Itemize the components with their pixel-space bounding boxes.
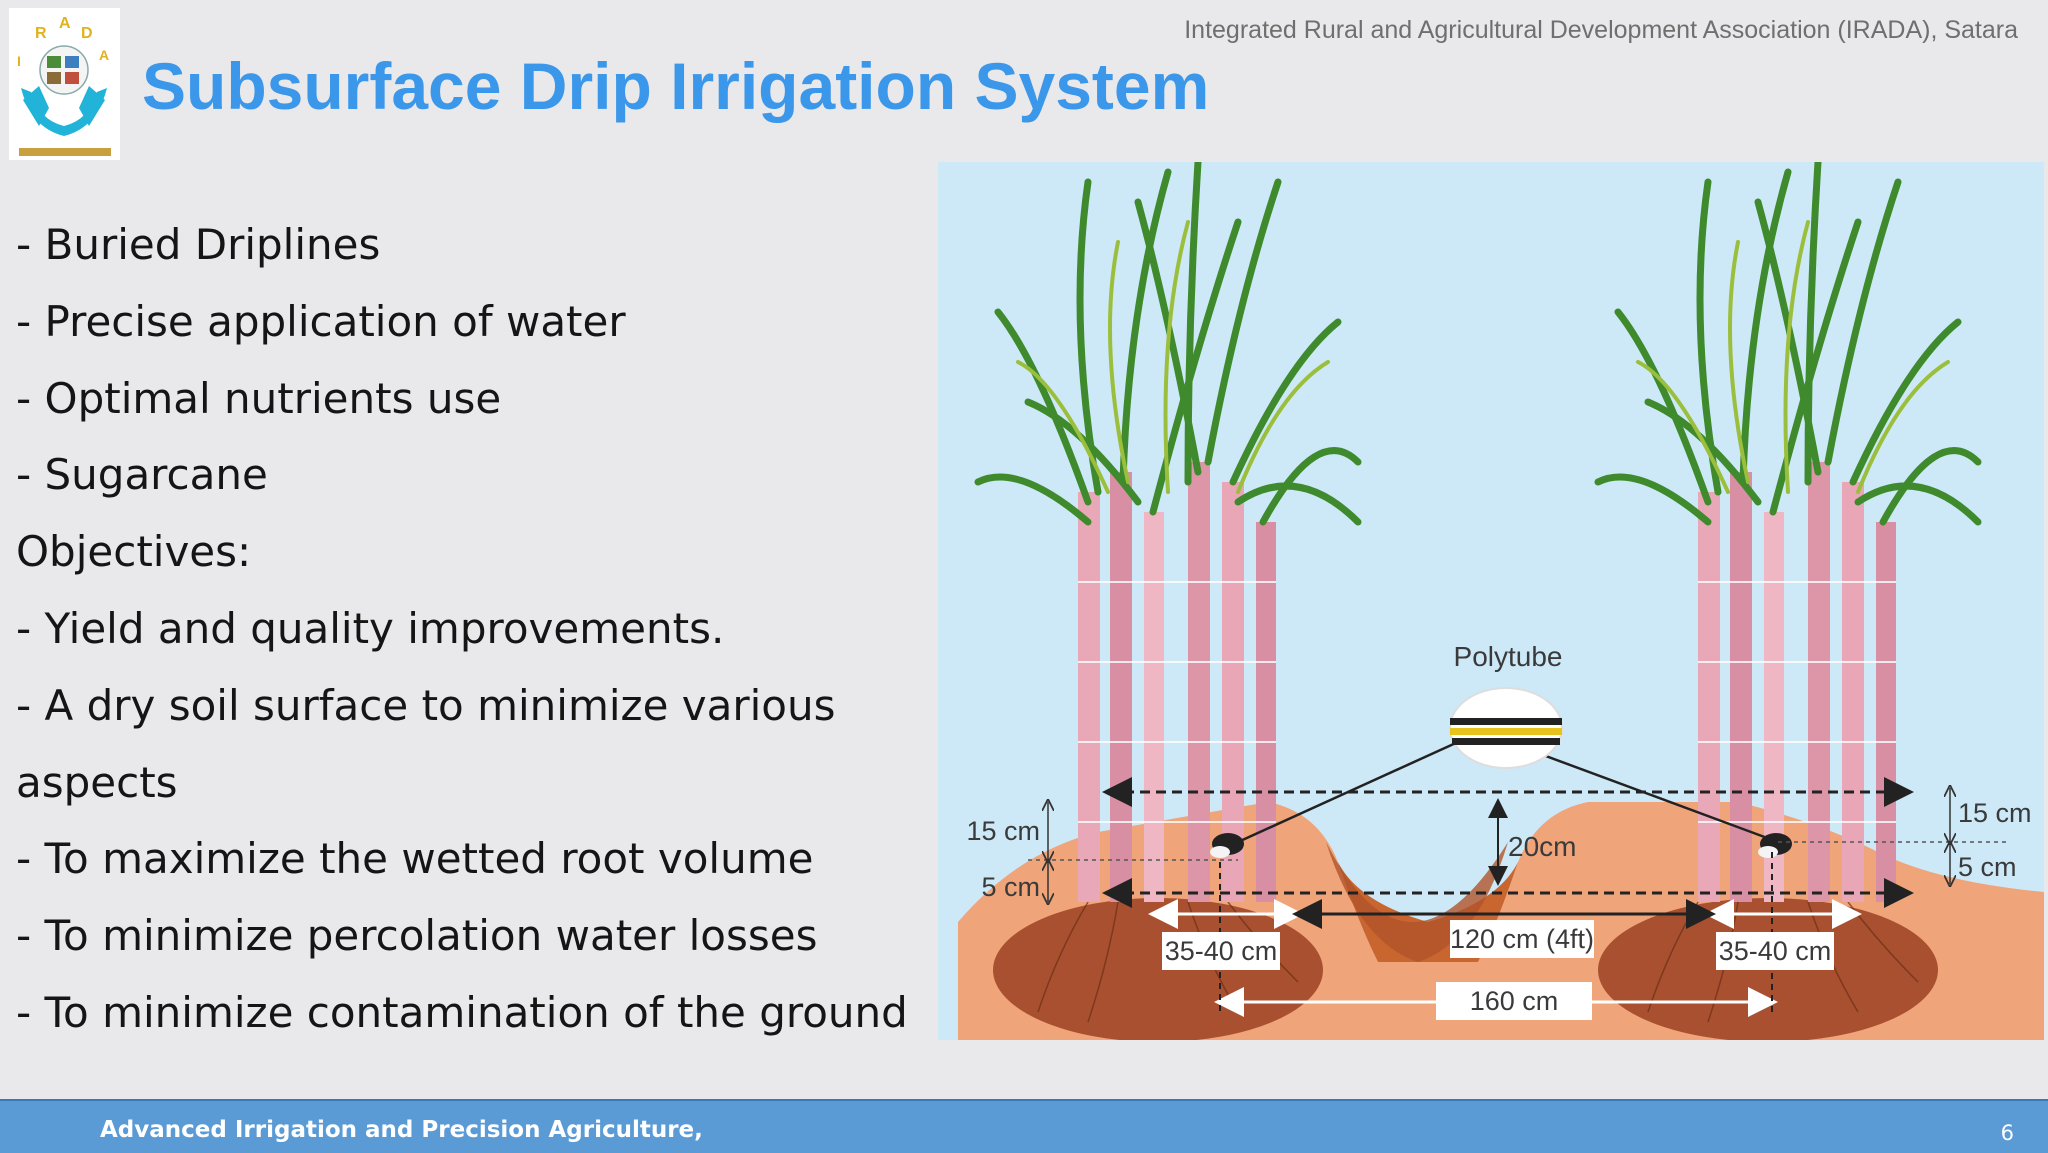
footer-course-text: Advanced Irrigation and Precision Agricu… xyxy=(100,1117,703,1143)
slide-title: Subsurface Drip Irrigation System xyxy=(142,49,1210,123)
center-spacing-label: 120 cm (4ft) xyxy=(1450,924,1594,954)
svg-text:R: R xyxy=(35,25,47,42)
right-width-label: 35-40 cm xyxy=(1719,936,1832,966)
left-top-depth-label: 15 cm xyxy=(966,816,1040,846)
right-bottom-depth-label: 5 cm xyxy=(1958,852,2017,882)
bullet-item: - Buried Driplines xyxy=(16,220,381,269)
left-width-label: 35-40 cm xyxy=(1165,936,1278,966)
left-bottom-depth-label: 5 cm xyxy=(981,872,1040,902)
page-number: 6 xyxy=(2000,1121,2014,1145)
irada-logo: I R A D A xyxy=(9,8,120,160)
bullet-item: - Precise application of water xyxy=(16,296,626,346)
footer-bar: Advanced Irrigation and Precision Agricu… xyxy=(0,1099,2048,1153)
bottom-spacing-label: 160 cm xyxy=(1470,986,1559,1016)
irada-logo-graphic: I R A D A xyxy=(17,15,111,156)
bullet-item: - Sugarcane xyxy=(16,450,268,500)
bullet-item: - To minimize percolation water losses xyxy=(16,911,818,961)
svg-text:I: I xyxy=(17,53,21,69)
svg-text:D: D xyxy=(81,25,93,42)
bullet-item: - To minimize contamination of the groun… xyxy=(16,987,908,1037)
bullet-item: - Yield and quality improvements. xyxy=(16,603,725,653)
irrigation-diagram: Polytube 15 cm 5 cm 15 cm 5 cm 20cm 35-4… xyxy=(938,158,2044,1042)
organization-name: Integrated Rural and Agricultural Develo… xyxy=(1184,16,2018,44)
objectives-heading: Objectives: xyxy=(16,527,252,577)
bullet-item: - A dry soil surface to minimize various xyxy=(16,680,836,730)
bullet-item: - To maximize the wetted root volume xyxy=(16,834,814,884)
svg-text:A: A xyxy=(59,15,71,32)
bullet-item-continuation: aspects xyxy=(16,757,178,807)
bullet-list: - Buried Driplines - Precise application… xyxy=(16,210,936,1055)
center-depth-label: 20cm xyxy=(1508,831,1576,862)
right-top-depth-label: 15 cm xyxy=(1958,798,2032,828)
polytube-label: Polytube xyxy=(1454,641,1563,672)
irrigation-diagram-svg: Polytube 15 cm 5 cm 15 cm 5 cm 20cm 35-4… xyxy=(938,158,2044,1042)
svg-text:A: A xyxy=(99,47,109,63)
bullet-item: - Optimal nutrients use xyxy=(16,373,502,423)
emitter-left xyxy=(1210,833,1244,858)
